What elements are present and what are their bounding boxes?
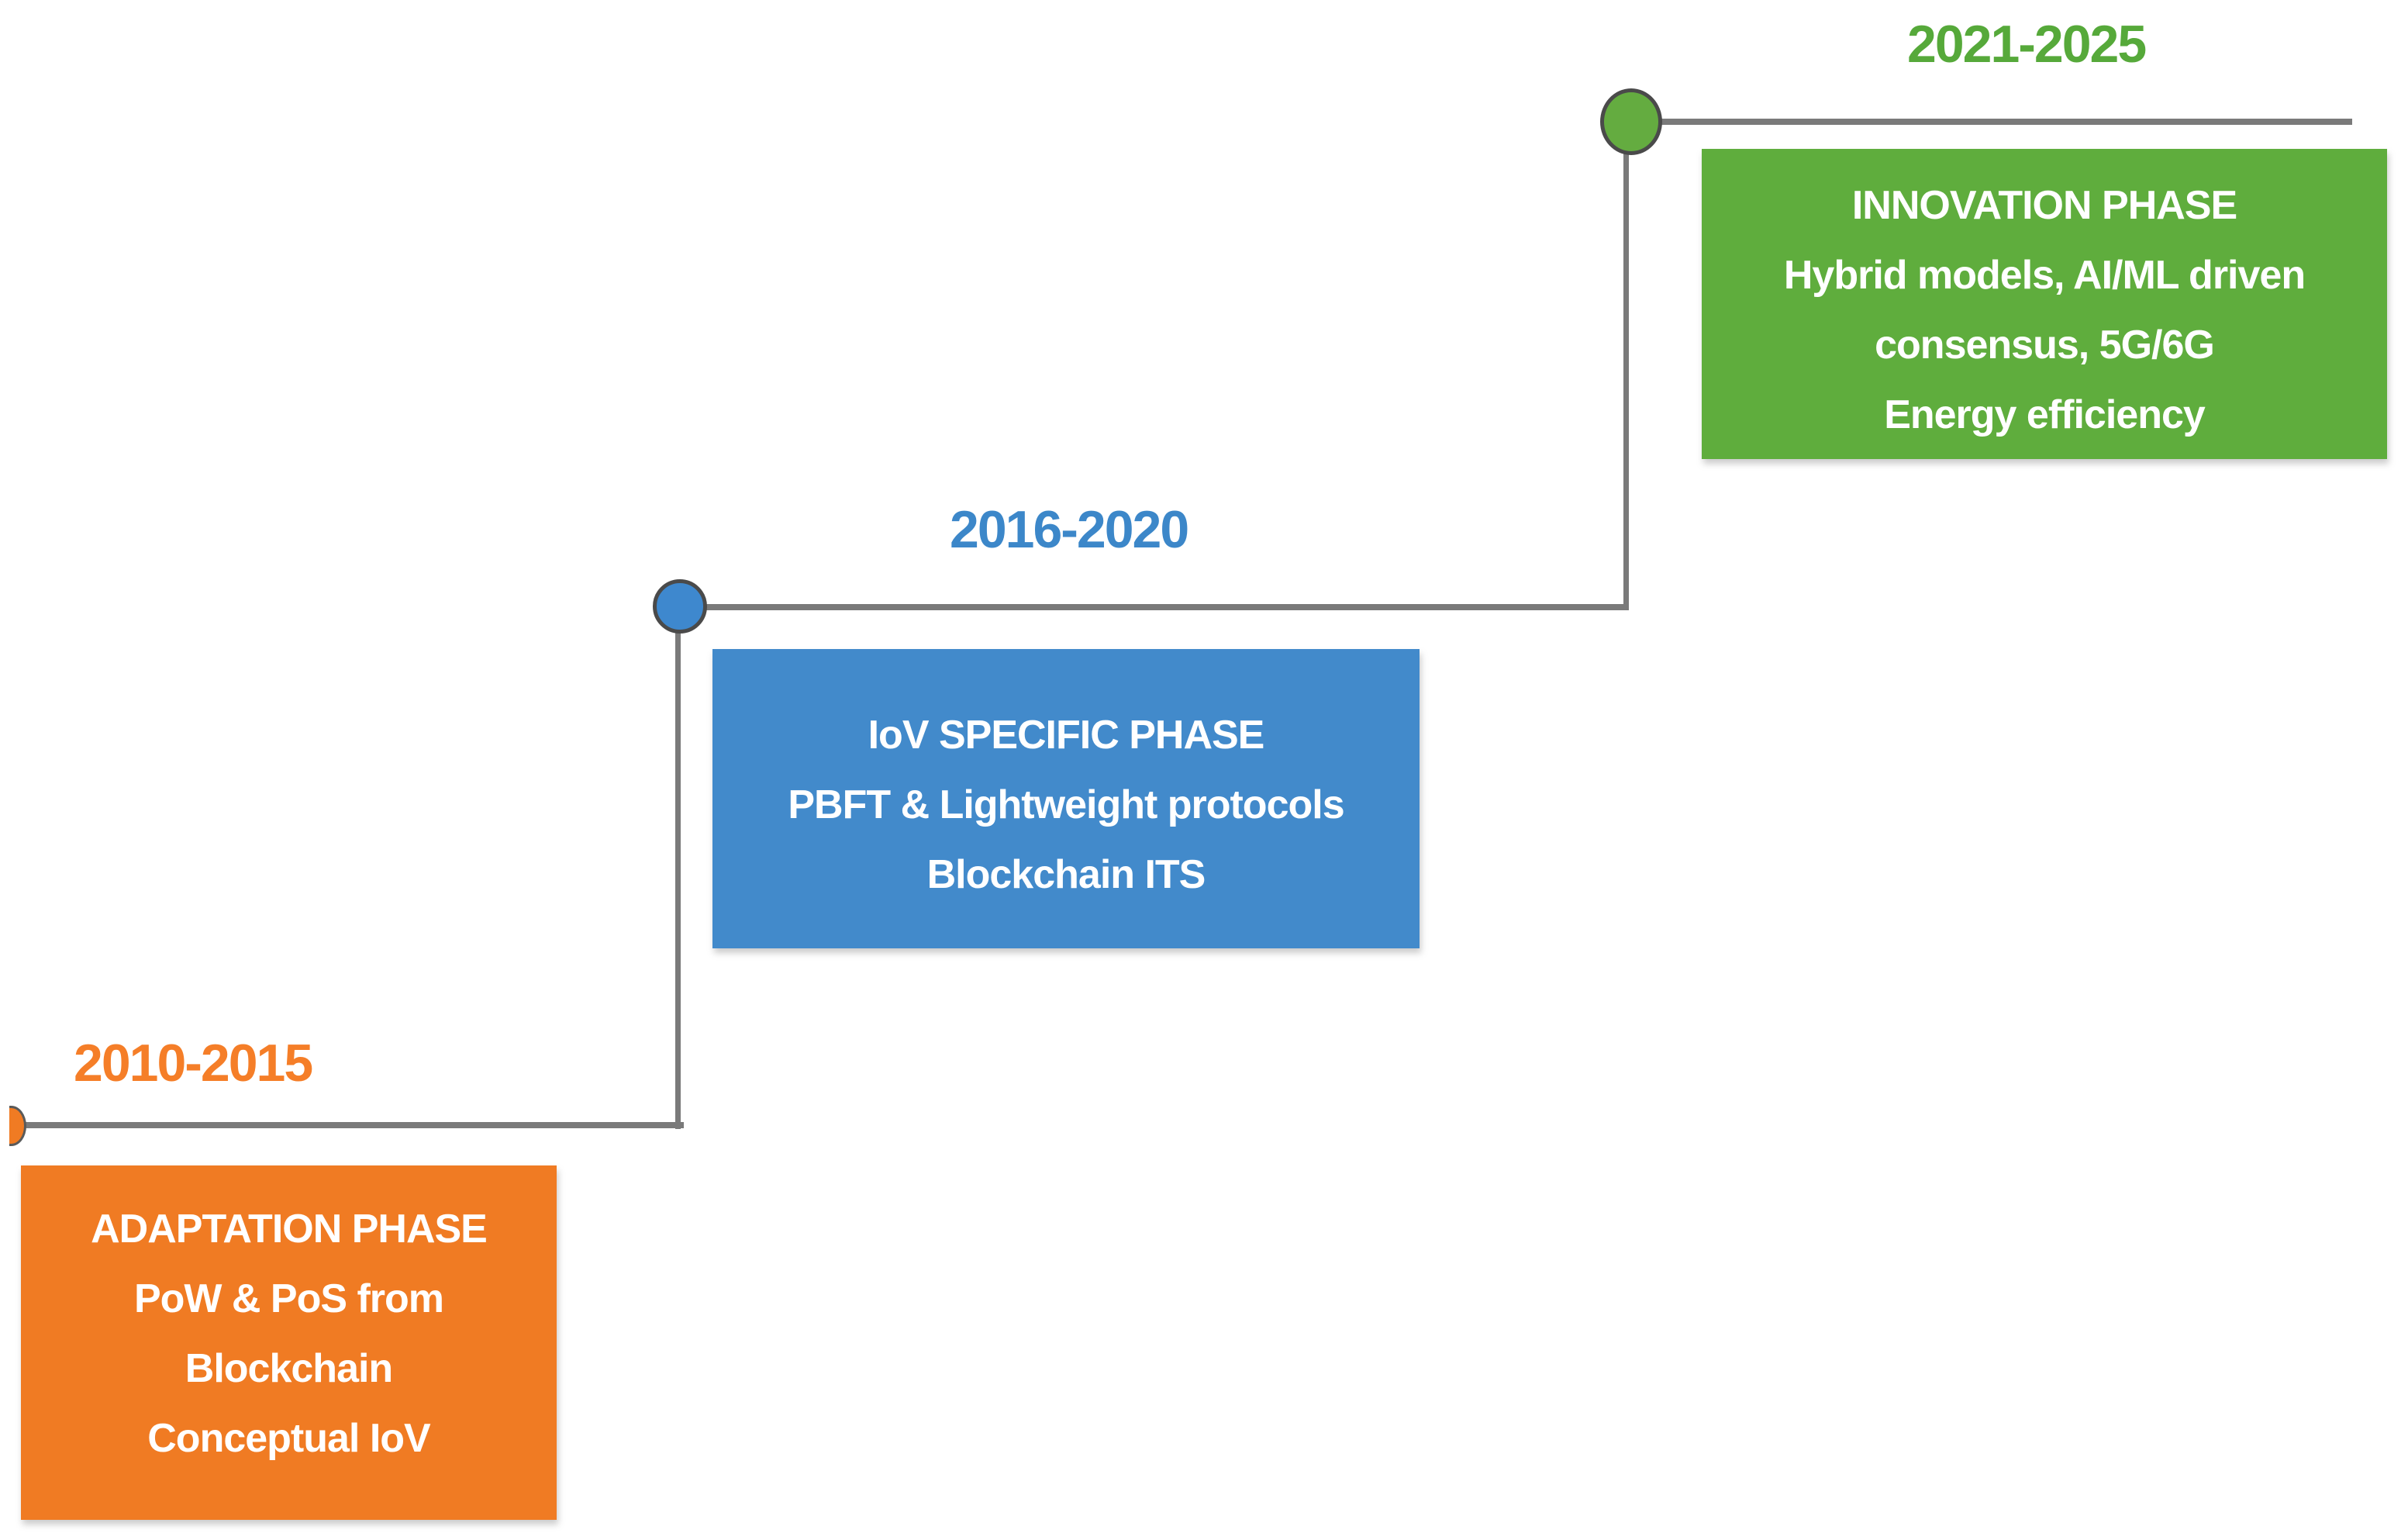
phase-1-body-line-3: Conceptual IoV: [147, 1416, 430, 1461]
phase-1-body-line-2: Blockchain: [185, 1346, 393, 1391]
phase-3-timeline-line: [1631, 119, 2352, 125]
phase-3-body-line-1: Hybrid models, AI/ML driven: [1783, 253, 2306, 298]
phase-1-year-label: 2010-2015: [74, 1034, 313, 1093]
phase-1-start-marker: [9, 1106, 26, 1146]
phase-2-timeline-line: [680, 604, 1628, 610]
phase-2-box: IoV SPECIFIC PHASE PBFT & Lightweight pr…: [712, 649, 1420, 948]
phase-1-box: ADAPTATION PHASE PoW & PoS from Blockcha…: [21, 1165, 557, 1520]
phase-3-box: INNOVATION PHASE Hybrid models, AI/ML dr…: [1702, 149, 2387, 459]
phase-3-body-line-2: consensus, 5G/6G: [1875, 323, 2215, 368]
phase-2-timeline-dot: [653, 579, 707, 634]
phase-3-title: INNOVATION PHASE: [1851, 183, 2237, 228]
phase-2-title: IoV SPECIFIC PHASE: [868, 713, 1265, 758]
phase-2-body-line-2: Blockchain ITS: [926, 852, 1206, 897]
phase-1-body-line-1: PoW & PoS from: [133, 1276, 444, 1321]
phase-2-year-label: 2016-2020: [950, 500, 1189, 559]
phase-1-timeline-line: [17, 1122, 684, 1128]
phase-2-drop-connector-line: [675, 609, 681, 1129]
phase-3-year-label: 2021-2025: [1907, 15, 2147, 74]
phase-3-timeline-dot: [1600, 88, 1662, 155]
phase-1-title: ADAPTATION PHASE: [91, 1207, 488, 1252]
phase-3-body-line-3: Energy efficiency: [1884, 392, 2206, 437]
phase-3-drop-connector-line: [1623, 124, 1629, 610]
phase-2-body-line-1: PBFT & Lightweight protocols: [788, 782, 1344, 827]
